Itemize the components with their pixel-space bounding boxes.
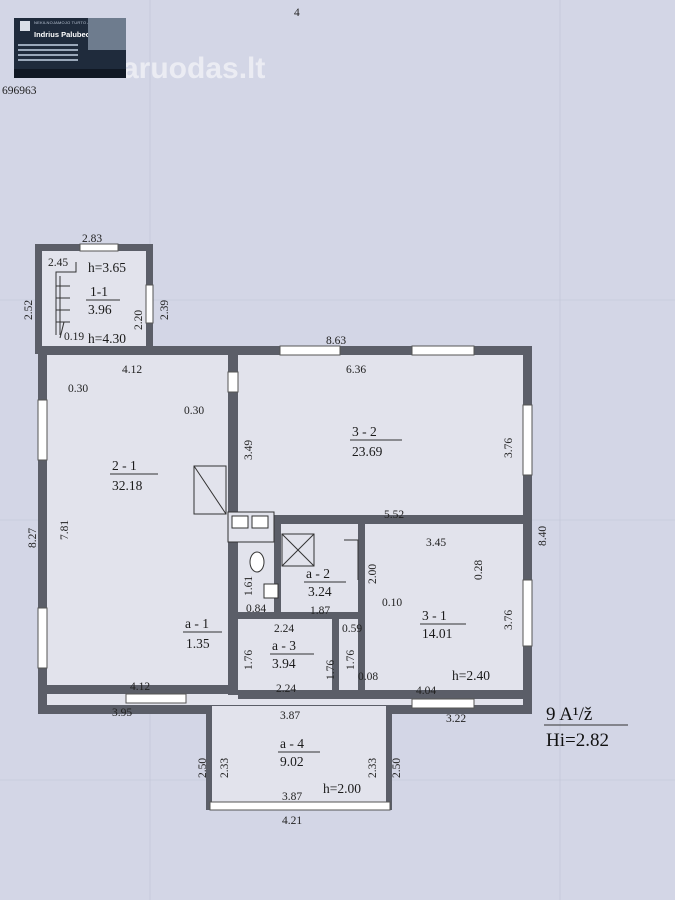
dimension-label: 2.50 (391, 758, 403, 778)
room-labels: 1-1 3.96 2 - 1 32.18 3 - 2 23.69 a - 2 3… (86, 284, 466, 769)
room-id: a - 1 (185, 616, 209, 631)
dimension-label: 2.45 (48, 257, 68, 269)
dimension-label: 1.76 (345, 650, 357, 670)
room-area: 3.96 (88, 302, 112, 317)
room-id: 2 - 1 (112, 458, 137, 473)
agent-name: Indrius Palubeckas (34, 30, 103, 39)
dimension-label: 5.52 (384, 509, 404, 521)
dimension-label: 2.24 (276, 683, 296, 695)
room-id: 3 - 1 (422, 608, 447, 623)
dimension-label: 6.36 (346, 364, 366, 376)
room-area: 9.02 (280, 754, 304, 769)
agent-badge: NEKILNOJAMOJO TURTO AGENTŪRA Indrius Pal… (14, 18, 126, 78)
dimension-label: 2.83 (82, 233, 102, 245)
height-label: h=3.65 (88, 260, 126, 275)
dimension-label: 3.87 (282, 791, 302, 803)
dimension-label: 1.61 (243, 576, 255, 596)
dimension-label: 2.24 (274, 623, 294, 635)
room-area: 3.94 (272, 656, 296, 671)
room-area: 23.69 (352, 444, 383, 459)
watermark-text: aruodas.lt (122, 52, 265, 85)
dimension-label: 0.08 (358, 671, 378, 683)
room-area: 3.24 (308, 584, 332, 599)
dimension-label: 2.00 (367, 564, 379, 584)
dimension-label: 1.76 (325, 660, 337, 680)
dimension-label: 0.30 (68, 383, 88, 395)
contact-footer (14, 69, 126, 78)
dimension-label: 3.22 (446, 713, 466, 725)
dimension-label: 2.33 (219, 758, 231, 778)
dimension-label: 2.39 (159, 300, 171, 320)
windows (37, 243, 533, 709)
scale-note: 9 A¹/ž (546, 704, 592, 725)
info-line (18, 49, 78, 51)
room-id: a - 4 (280, 736, 304, 751)
dimension-label: 7.81 (59, 520, 71, 540)
info-line (18, 54, 78, 56)
room-area: 14.01 (422, 626, 452, 641)
dimension-label: 8.40 (537, 526, 549, 546)
dimension-label: 2.52 (23, 300, 35, 320)
dimension-label: 0.84 (246, 603, 266, 615)
dimension-labels: 2.83 2.45 2.52 2.20 2.39 0.19 8.63 4.12 … (23, 233, 549, 827)
room-id: a - 3 (272, 638, 296, 653)
dimension-label: 0.30 (184, 405, 204, 417)
dimension-label: 8.27 (27, 528, 39, 548)
height-label: h=4.30 (88, 331, 126, 346)
company-logo-icon (20, 21, 30, 31)
exterior-walls (35, 244, 532, 810)
dimension-label: 2.33 (367, 758, 379, 778)
ceiling-heights: h=3.65 h=4.30 h=2.40 h=2.00 (88, 260, 490, 796)
porch-walls (206, 706, 392, 811)
page-marker: 4 (294, 7, 300, 19)
dimension-label: 0.19 (64, 331, 84, 343)
company-name: NEKILNOJAMOJO TURTO AGENTŪRA (34, 20, 112, 25)
height-label: h=2.40 (452, 668, 490, 683)
room-id: 1-1 (90, 284, 108, 299)
stair-symbol (55, 262, 77, 339)
info-line (18, 44, 78, 46)
dimension-label: 3.76 (503, 438, 515, 458)
dimension-label: 2.20 (133, 310, 145, 330)
dimension-label: 1.87 (310, 605, 330, 617)
dimension-label: 3.87 (280, 710, 300, 722)
dimension-label: 3.95 (112, 707, 132, 719)
height-label: h=2.00 (323, 781, 361, 796)
registration-code: 696963 (2, 85, 37, 97)
dimension-label: 4.21 (282, 815, 302, 827)
dimension-label: 3.76 (503, 610, 515, 630)
dimension-label: 3.45 (426, 537, 446, 549)
room-area: 32.18 (112, 478, 143, 493)
dimension-label: 0.59 (342, 623, 362, 635)
fixtures (193, 465, 359, 599)
dimension-label: 1.76 (243, 650, 255, 670)
room-id: a - 2 (306, 566, 330, 581)
dimension-label: 8.63 (326, 335, 346, 347)
dimension-label: 0.28 (473, 560, 485, 580)
handshake-photo (88, 18, 126, 50)
dimension-label: 2.50 (197, 758, 209, 778)
dimension-label: 3.49 (243, 440, 255, 460)
dimension-label: 4.04 (416, 685, 436, 697)
dimension-label: 4.12 (122, 364, 142, 376)
dimension-label: 4.12 (130, 681, 150, 693)
room-id: 3 - 2 (352, 424, 377, 439)
info-line (18, 59, 78, 61)
dimension-label: 0.10 (382, 597, 402, 609)
height-note: Hi=2.82 (546, 730, 609, 751)
room-area: 1.35 (186, 636, 210, 651)
